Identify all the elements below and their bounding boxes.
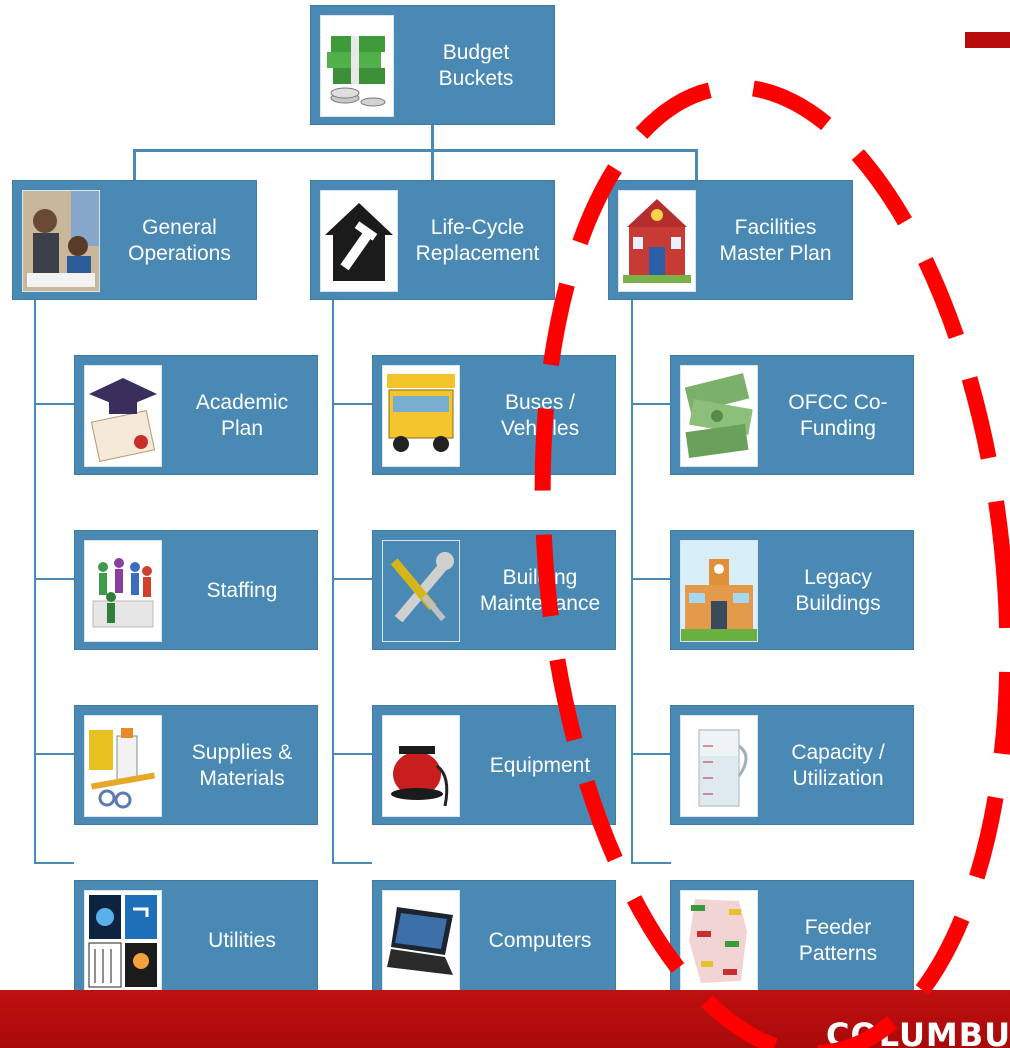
measuring-cup-icon [680,715,758,817]
connector-col1-branch [34,862,74,864]
connector-col2-branch [332,578,372,580]
connector-col2-branch [332,403,372,405]
item-label: Buses / Vehicles [500,391,580,440]
item-legacy-buildings: Legacy Buildings [670,530,914,650]
connector-col3-branch [631,862,671,864]
vacuum-cleaner-icon [382,715,460,817]
people-puzzle-icon [84,540,162,642]
item-feeder-patterns: Feeder Patterns [670,880,914,1000]
category-general-operations: General Operations [12,180,257,300]
school-bus-icon [382,365,460,467]
item-capacity-utilization: Capacity / Utilization [670,705,914,825]
school-supplies-icon [84,715,162,817]
connector-col3-vertical [631,300,633,864]
connector-col1-branch [34,578,74,580]
item-label: Building Maintenance [479,566,601,615]
item-label: Capacity / Utilization [791,741,885,790]
item-label: Computers [488,929,592,952]
item-label: Staffing [206,579,278,602]
category-label: Facilities Master Plan [719,216,832,265]
item-supplies-materials: Supplies & Materials [74,705,318,825]
utilities-grid-icon [84,890,162,992]
connector-col3-branch [631,578,671,580]
item-label: Feeder Patterns [798,916,878,965]
item-label: Academic Plan [195,391,289,440]
connector-to-facilities [695,149,698,180]
connector-col1-branch [34,753,74,755]
corner-accent [965,32,1010,48]
wrench-screwdriver-icon [382,540,460,642]
item-building-maintenance: Building Maintenance [372,530,616,650]
item-ofcc-co-funding: OFCC Co- Funding [670,355,914,475]
item-utilities: Utilities [74,880,318,1000]
graduation-cap-diploma-icon [84,365,162,467]
connector-col2-branch [332,862,372,864]
connector-col1-branch [34,403,74,405]
item-equipment: Equipment [372,705,616,825]
connector-col2-vertical [332,300,334,864]
item-staffing: Staffing [74,530,318,650]
laptop-icon [382,890,460,992]
school-building-icon [680,540,758,642]
connector-col3-branch [631,403,671,405]
item-label: Equipment [489,754,591,777]
cash-pile-icon [680,365,758,467]
teacher-student-photo-icon [22,190,100,292]
connector-to-general [133,149,136,180]
district-map-icon [680,890,758,992]
category-label: General Operations [128,216,231,265]
item-label: Utilities [208,929,276,952]
item-label: OFCC Co- Funding [788,391,888,440]
item-academic-plan: Academic Plan [74,355,318,475]
money-stack-icon [320,15,394,117]
item-buses-vehicles: Buses / Vehicles [372,355,616,475]
connector-root-down [431,125,434,150]
house-hammer-icon [320,190,398,292]
schoolhouse-icon [618,190,696,292]
connector-top-bar [133,149,698,152]
category-life-cycle-replacement: Life-Cycle Replacement [310,180,555,300]
connector-to-lifecycle [431,149,434,180]
item-label: Supplies & Materials [191,741,293,790]
category-facilities-master-plan: Facilities Master Plan [608,180,853,300]
connector-col1-vertical [34,300,36,864]
category-label: Life-Cycle Replacement [415,216,540,265]
item-label: Legacy Buildings [795,566,881,615]
item-computers: Computers [372,880,616,1000]
root-node-budget-buckets: Budget Buckets [310,5,555,125]
connector-col2-branch [332,753,372,755]
footer-logo-text: COLUMBUS [826,1018,1010,1048]
root-label: Budget Buckets [438,41,514,90]
connector-col3-branch [631,753,671,755]
